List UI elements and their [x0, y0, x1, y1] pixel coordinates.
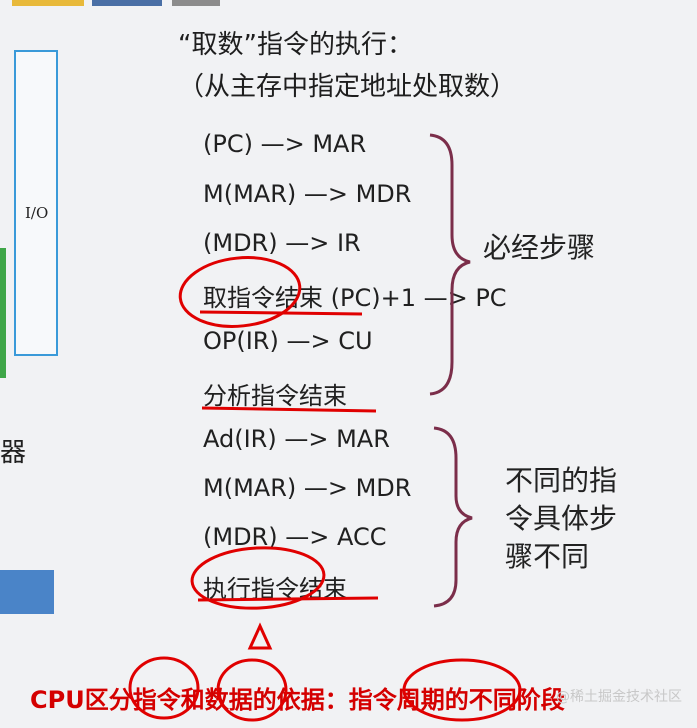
step-fetch-end: 取指令结束 (PC)+1 —> PC: [203, 284, 507, 312]
blue-block: [0, 570, 54, 614]
circle-data: [216, 658, 288, 722]
title-line-1: “取数”指令的执行：: [178, 30, 413, 60]
circle-instruction: [128, 656, 200, 720]
title-line-2: （从主存中指定地址处取数）: [178, 72, 517, 102]
top-tab-gray: [172, 0, 220, 6]
io-box: I/O: [14, 50, 58, 356]
top-tab-yellow: [12, 0, 84, 6]
brace-lower: [433, 426, 473, 608]
triangle-mark: [247, 622, 273, 650]
bottom-conclusion: CPU区分指令和数据的依据：指令周期的不同阶段: [30, 686, 565, 714]
brace-label-different-line-3: 骤不同: [505, 540, 590, 573]
step-analyze-end: 分析指令结束: [203, 382, 347, 410]
io-label: I/O: [25, 204, 49, 222]
step-mem-to-mdr: M(MAR) —> MDR: [203, 180, 412, 208]
brace-label-different-line-2: 令具体步: [505, 502, 618, 535]
step-mdr-to-acc: (MDR) —> ACC: [203, 523, 387, 551]
step-op-to-cu: OP(IR) —> CU: [203, 327, 373, 355]
circle-execute: [190, 546, 326, 610]
brace-label-different: 不同的指 令具体步 骤不同: [505, 462, 617, 576]
step-ad-to-mar: Ad(IR) —> MAR: [203, 425, 390, 453]
underline-analyze: [201, 406, 377, 413]
brace-label-different-line-1: 不同的指: [505, 464, 618, 497]
brace-upper: [429, 133, 471, 396]
green-bar: [0, 248, 6, 378]
brace-label-required: 必经步骤: [483, 231, 596, 264]
underline-fetch: [199, 310, 363, 316]
underline-execute: [197, 596, 379, 602]
step-mem-to-mdr-2: M(MAR) —> MDR: [203, 474, 412, 502]
circle-fetch: [178, 256, 302, 328]
left-partial-text: 器: [0, 438, 27, 468]
step-pc-to-mar: (PC) —> MAR: [203, 130, 367, 158]
watermark: @稀土掘金技术社区: [556, 689, 682, 705]
circle-cycle: [402, 658, 522, 722]
top-tab-blue: [92, 0, 162, 6]
step-mdr-to-ir: (MDR) —> IR: [203, 229, 361, 257]
